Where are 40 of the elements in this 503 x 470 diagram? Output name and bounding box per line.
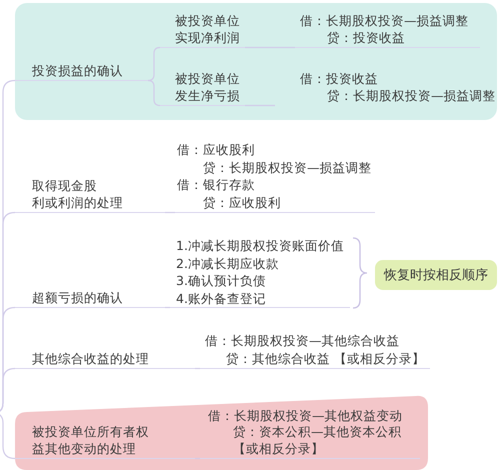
journal-entry: 借：应收股利 (177, 141, 255, 158)
entry-block (175, 141, 375, 213)
branch-line (0, 412, 16, 460)
entry-block (295, 12, 480, 48)
subtopic-label: 被投资单位实现净利润 (160, 12, 245, 48)
journal-entry: 借：长期股权投资—损益调整 (300, 12, 468, 29)
journal-entry: 贷：投资收益 (327, 29, 405, 46)
journal-entry: 贷：应收股利 (203, 194, 281, 211)
journal-entry: 借：长期股权投资—其他权益变动 (208, 408, 402, 424)
topic-label: 被投资单位所有者权益其他变动的处理 (15, 424, 195, 459)
journal-entry: 借：银行存款 (177, 176, 255, 194)
journal-entry: 贷：长期股权投资—损益调整 (203, 158, 372, 176)
list-item: 4.账外备查登记 (176, 290, 266, 307)
topic-group-band (15, 3, 497, 120)
entry-block (200, 332, 430, 369)
list-item: 3.确认预计负债 (176, 272, 266, 290)
journal-entry: 借：长期股权投资—其他综合收益 (205, 332, 400, 350)
branch-line (165, 212, 175, 214)
subtopic-label: 被投资单位发生净亏损 (160, 71, 245, 106)
topic-label: 取得现金股利或利润的处理 (15, 178, 165, 213)
summary-box: 恢复时按相反顺序 (375, 260, 497, 290)
branch-line (195, 368, 200, 370)
list-item: 1.冲减长期股权投资账面价值 (176, 237, 344, 254)
journal-entry: 贷：其他综合收益 【或相反分录】 (226, 350, 425, 368)
branch-line (148, 80, 160, 106)
topic-label: 超额亏损的确认 (15, 290, 165, 308)
branch-line (245, 104, 275, 106)
journal-entry: 贷：长期股权投资—损益调整 (327, 88, 496, 104)
entry-block (200, 408, 420, 459)
topic-label: 其他综合收益的处理 (15, 351, 195, 369)
list-item: 2.冲减长期应收款 (176, 254, 279, 272)
journal-entry: 【或相反分录】 (233, 440, 324, 457)
topic-label: 投资损益的确认 (15, 63, 148, 81)
list-block (170, 237, 350, 308)
branch-line (245, 46, 295, 48)
branch-line (195, 458, 200, 460)
journal-entry: 借：投资收益 (300, 71, 378, 88)
journal-entry: 贷：资本公积—其他资本公积 (233, 424, 402, 440)
branch-line (148, 46, 160, 82)
branch-line (165, 306, 170, 308)
